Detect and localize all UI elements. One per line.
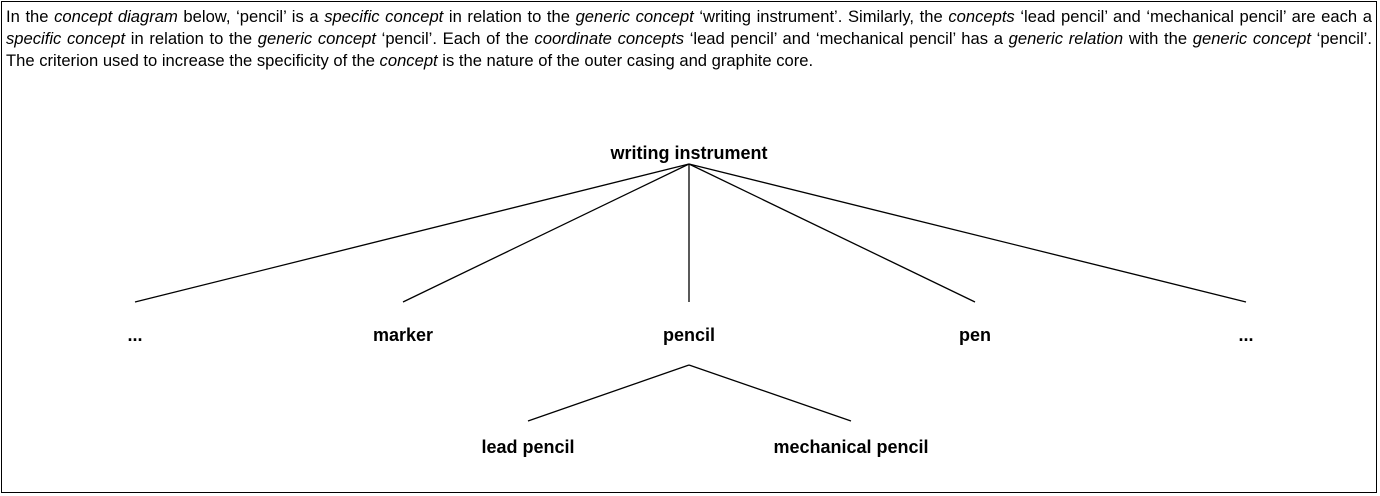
edge-root-ellipsis-left <box>134 163 690 303</box>
intro-text: ‘pencil’. The criterion used to increase… <box>6 29 1372 70</box>
intro-text: below, ‘pencil’ is a <box>177 7 325 26</box>
term-generic-relation: generic relation <box>1008 29 1124 48</box>
node-ellipsis-left: ... <box>127 325 142 345</box>
node-pencil: pencil <box>663 325 715 345</box>
node-ellipsis-right: ... <box>1238 325 1253 345</box>
node-mechanical-pencil: mechanical pencil <box>773 437 928 457</box>
intro-text: ‘pencil’. Each of the <box>375 29 535 48</box>
edge-root-ellipsis-right <box>688 163 1247 303</box>
intro-text: In the <box>6 7 55 26</box>
term-specific-concept: specific concept <box>6 29 126 48</box>
term-coordinate-concepts: coordinate concepts <box>534 29 685 48</box>
edge-pencil-mechanical-pencil <box>688 364 852 422</box>
term-specific-concept: specific concept <box>324 7 444 26</box>
node-lead-pencil: lead pencil <box>481 437 574 457</box>
term-concepts: concepts <box>948 7 1015 26</box>
node-pen: pen <box>959 325 991 345</box>
intro-text: with the <box>1123 29 1193 48</box>
intro-text: in relation to the <box>125 29 258 48</box>
term-generic-concept: generic concept <box>1192 29 1311 48</box>
term-generic-concept: generic concept <box>575 7 694 26</box>
edge-pencil-lead-pencil <box>527 364 690 422</box>
intro-text: is the nature of the outer casing and gr… <box>437 51 814 70</box>
term-generic-concept: generic concept <box>257 29 376 48</box>
intro-text: ‘lead pencil’ and ‘mechanical pencil’ ha… <box>684 29 1009 48</box>
intro-text: in relation to the <box>443 7 576 26</box>
term-concept-diagram: concept diagram <box>54 7 178 26</box>
intro-paragraph: In the concept diagram below, ‘pencil’ i… <box>6 6 1372 72</box>
intro-text: ‘lead pencil’ and ‘mechanical pencil’ ar… <box>1014 7 1372 26</box>
edge-root-pen <box>688 163 976 303</box>
node-writing-instrument: writing instrument <box>610 143 768 163</box>
node-marker: marker <box>373 325 433 345</box>
term-concept: concept <box>379 51 438 70</box>
intro-text: ‘writing instrument’. Similarly, the <box>693 7 949 26</box>
edge-root-marker <box>402 163 690 303</box>
